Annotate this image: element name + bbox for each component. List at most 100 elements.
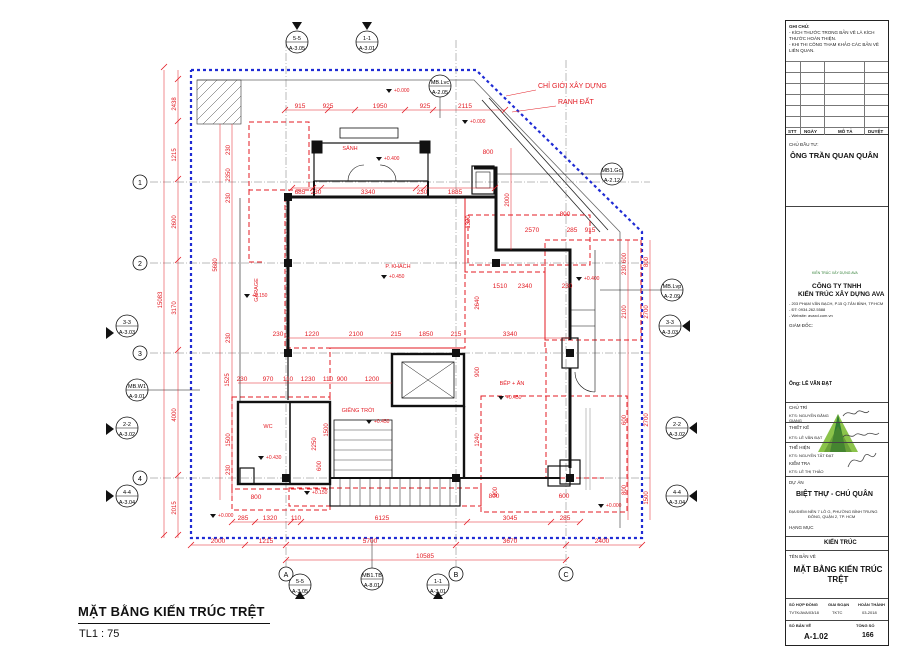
building-boundary-label: CHỈ GIỚI XÂY DỰNG [538, 81, 607, 90]
grid-col-c: C [563, 572, 568, 579]
level-rear-right: +0.000 [606, 503, 622, 509]
project-name: BIỆT THỰ - CHÚ QUÂN [796, 491, 873, 498]
top-dim-text: 915 925 1950 925 2115 685 230 3340 230 1… [295, 103, 596, 290]
svg-text:600: 600 [559, 493, 570, 500]
svg-text:A-3.02: A-3.02 [119, 432, 135, 438]
section-mark-2-2-left: 2-2 A-3.02 [106, 416, 139, 440]
level-rear-left: +0.000 [218, 513, 234, 519]
drawing-scale: TL1 : 75 [79, 628, 120, 640]
svg-text:2600: 2600 [172, 215, 178, 229]
svg-text:800: 800 [622, 484, 628, 495]
section-mark-1-1-top: 1-1 A-3.01 [355, 22, 379, 54]
notes-section: GHI CHÚ: - KÍCH THƯỚC TRONG BẢN VẼ LÀ KÍ… [786, 21, 888, 135]
svg-text:800: 800 [251, 494, 262, 501]
center-dim-text: 1320 2640 900 1240 800 1500 600 2250 [312, 215, 499, 497]
svg-text:230: 230 [226, 144, 232, 155]
complete-label: HOÀN THÀNH [858, 602, 885, 607]
level-wc: +0.430 [266, 455, 282, 461]
check-label: KIỂM TRA [789, 461, 811, 466]
drawing-title: MẶT BẰNG KIẾN TRÚC TRỆT [78, 604, 265, 619]
design-label: THIẾT KẾ [789, 425, 810, 430]
bottom-dims [187, 518, 646, 564]
room-kitchen: BẾP + ĂN [500, 380, 525, 387]
grid-row-3: 3 [138, 351, 142, 358]
svg-text:2000: 2000 [505, 193, 511, 207]
svg-text:2250: 2250 [312, 437, 318, 451]
company-website: - Website: avaxd.com.vn [789, 313, 833, 318]
svg-text:600: 600 [622, 252, 628, 263]
svg-text:4000: 4000 [172, 408, 178, 422]
red-zone-outlines [231, 121, 642, 513]
section-mark-3-3-right: 3-3 A-3.03 [658, 314, 690, 338]
note-2: - KHI THI CÔNG THAM KHẢO CÁC BẢN VẼ LIÊN… [789, 42, 879, 53]
project-label: DỰ ÁN [789, 480, 804, 485]
svg-text:A-2.05: A-2.05 [432, 90, 448, 96]
drawing-title-underline [78, 623, 270, 624]
svg-text:1215: 1215 [172, 148, 178, 162]
draw-section: THỂ HIỆN KTS: NGUYỄN TẤT ĐẠT KIỂM TRA KT… [786, 443, 888, 477]
svg-text:2100: 2100 [622, 305, 628, 319]
sheet-number-label: SỐ BẢN VẼ [789, 623, 812, 628]
level-site-top: +0.000 [394, 88, 410, 94]
svg-text:1-1: 1-1 [434, 579, 442, 585]
svg-text:A-3.04: A-3.04 [119, 500, 135, 506]
company-section: KIẾN TRÚC XÂY DỰNG AVA CÔNG TY TNHH KIẾN… [786, 207, 888, 452]
revision-grid [786, 61, 888, 129]
svg-text:230: 230 [237, 376, 248, 383]
grid-row-1: 1 [138, 180, 142, 187]
svg-text:685: 685 [295, 189, 306, 196]
svg-text:1510: 1510 [493, 283, 508, 290]
title-block: GHI CHÚ: - KÍCH THƯỚC TRONG BẢN VẼ LÀ KÍ… [785, 20, 889, 646]
section-mark-4-4-right: 4-4 A-3.04 [665, 484, 697, 508]
rev-head-desc: MÔ TẢ [838, 129, 853, 134]
svg-text:4-4: 4-4 [123, 490, 131, 496]
room-wc: WC [263, 424, 272, 430]
svg-text:925: 925 [420, 103, 431, 110]
section-mark-5-5-top: 5-5 A-3.05 [285, 22, 309, 54]
total-value: 166 [862, 632, 874, 639]
mid-dims [238, 337, 570, 384]
building-boundary-line [189, 68, 644, 540]
sheet-name-label: TÊN BẢN VẼ [789, 554, 816, 559]
svg-text:A-3.03: A-3.03 [119, 330, 135, 336]
detail-mark-mb-w1: MB.W1 A-9.01 [125, 378, 200, 402]
svg-text:MB1.TB: MB1.TB [362, 573, 382, 579]
svg-text:800: 800 [489, 493, 500, 500]
total-label: TỔNG SỐ [856, 623, 875, 628]
signature-chief [842, 410, 870, 417]
level-living: +0.450 [389, 274, 405, 280]
svg-text:215: 215 [391, 331, 402, 338]
svg-text:230: 230 [311, 189, 322, 196]
contract-value: TVTK/AVA/03/18 [789, 610, 819, 615]
svg-text:1215: 1215 [259, 538, 274, 545]
level-kitchen: +0.450 [506, 395, 522, 401]
svg-text:A-3.03: A-3.03 [662, 330, 678, 336]
svg-text:2340: 2340 [518, 283, 533, 290]
complete-value: 03-2018 [862, 610, 877, 615]
svg-text:285: 285 [560, 515, 571, 522]
svg-text:2115: 2115 [458, 103, 472, 110]
svg-text:600: 600 [317, 460, 323, 471]
detail-mark-mb-lvp: MB.Lvp A-2.09 [600, 278, 684, 302]
svg-text:215: 215 [451, 331, 462, 338]
room-light-well: GIẾNG TRỜI [342, 407, 375, 414]
svg-text:MB1.Gcl: MB1.Gcl [601, 168, 622, 174]
grid-col-b: B [454, 572, 459, 579]
right-dim-chain [510, 148, 651, 520]
section-mark-4-4-left: 4-4 A-3.04 [106, 484, 139, 508]
grid-row-2: 2 [138, 261, 142, 268]
chief-section: CHỦ TRÌ KTS: NGUYỄN ĐĂNG GIANG [786, 403, 888, 423]
signature-checker [847, 452, 877, 468]
svg-text:230: 230 [226, 332, 232, 343]
svg-text:230: 230 [622, 264, 628, 275]
design-section: THIẾT KẾ KTS: LÊ VĂN ĐẠT [786, 423, 888, 443]
svg-text:2700: 2700 [644, 305, 650, 319]
svg-text:285: 285 [567, 227, 578, 234]
signature-designer [842, 432, 880, 438]
level-right: +0.400 [584, 276, 600, 282]
svg-text:1500: 1500 [644, 491, 650, 505]
top-dims [281, 106, 509, 192]
designer-name: KTS: LÊ VĂN ĐẠT [789, 435, 823, 440]
svg-text:2570: 2570 [525, 227, 540, 234]
